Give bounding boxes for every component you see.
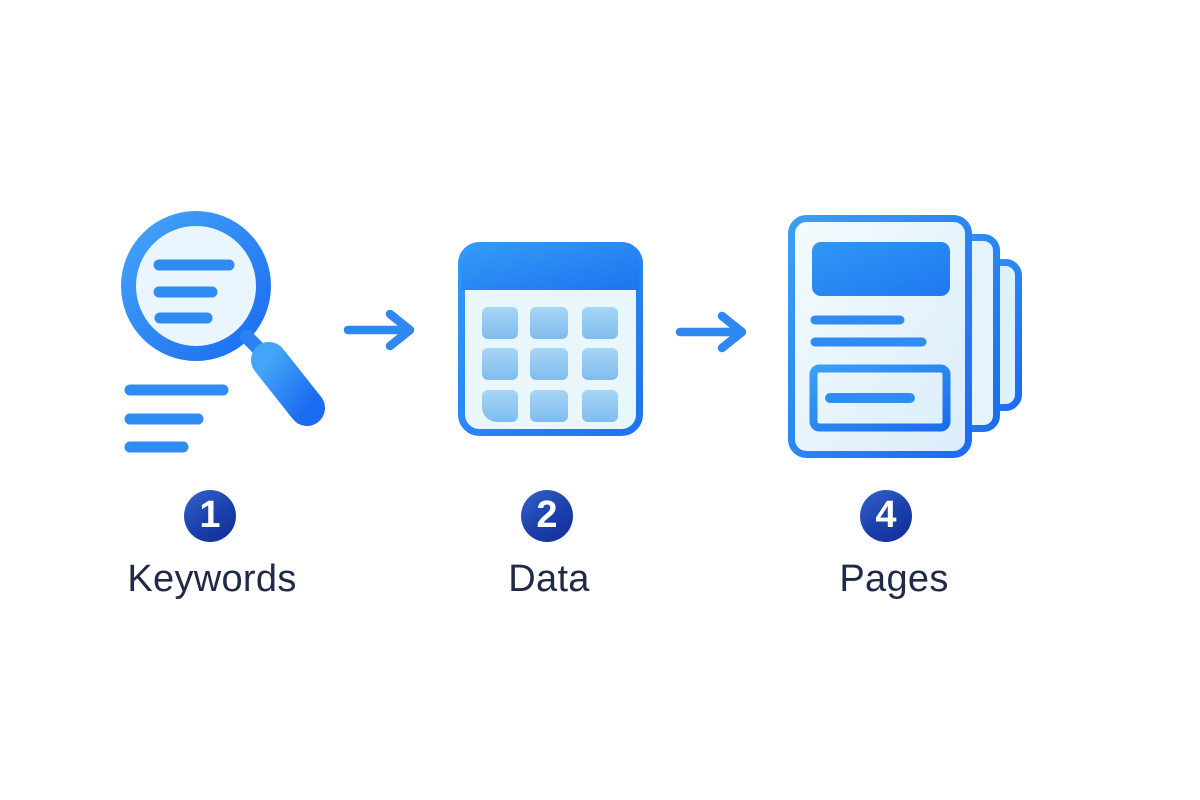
magnifying-glass-search-icon	[121, 211, 325, 453]
step-1-badge: 1	[184, 490, 236, 542]
arrow-right-icon	[675, 311, 747, 353]
table-grid-icon	[458, 242, 643, 436]
step-2-label: Data	[508, 558, 590, 600]
step-2-badge: 2	[521, 490, 573, 542]
step-3-label: Pages	[839, 558, 949, 600]
stacked-pages-icon	[788, 215, 1022, 458]
step-1-label: Keywords	[127, 558, 297, 600]
arrow-right-icon	[343, 309, 415, 351]
step-3-badge: 4	[860, 490, 912, 542]
